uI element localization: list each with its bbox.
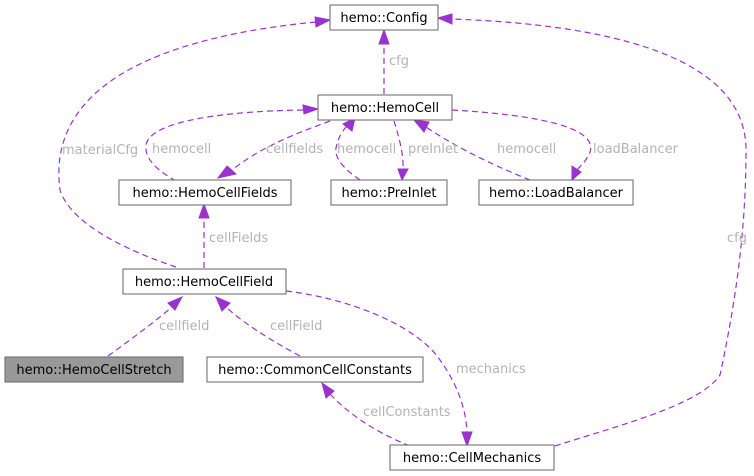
edge-label-loadbalancer: loadBalancer <box>593 142 679 157</box>
edge-preinlet-to-hemocell <box>335 117 361 181</box>
node-commoncellconstants[interactable]: hemo::CommonCellConstants <box>206 356 424 383</box>
edge-label-cellconstants: cellConstants <box>363 405 451 420</box>
edge-hemocell-to-config <box>378 28 390 94</box>
node-label: hemo::LoadBalancer <box>489 186 624 201</box>
edge-label-cellfield-constants: cellField <box>270 319 322 334</box>
edge-hemocell-to-preinlet <box>393 120 409 182</box>
node-loadbalancer[interactable]: hemo::LoadBalancer <box>478 179 634 206</box>
edge-label-cellfield: cellfield <box>159 319 209 334</box>
edge-hemocellfield-to-cellmechanics <box>285 290 473 448</box>
node-label: hemo::HemoCellField <box>135 275 273 290</box>
node-label: hemo::HemoCellStretch <box>16 363 171 378</box>
edge-cellmechanics-to-config <box>436 13 747 447</box>
edge-hemocellstretch-to-hemocellfield <box>107 295 184 357</box>
edge-label-mechanics: mechanics <box>456 362 526 377</box>
node-label: hemo::PreInlet <box>341 186 436 201</box>
node-label: hemo::HemoCellFields <box>132 186 277 201</box>
edge-label-cellfields-field: cellFields <box>209 231 268 246</box>
edge-commoncellconstants-to-hemocellfield <box>215 296 301 357</box>
edge-hemocellfields-to-hemocell <box>145 104 320 182</box>
edge-label-cfg-hemocell: cfg <box>389 54 409 69</box>
edge-hemocell-to-hemocellfields <box>216 120 331 179</box>
node-label: hemo::HemoCell <box>331 101 439 116</box>
edge-hemocellfield-to-hemocellfields <box>198 202 210 268</box>
node-label: hemo::Config <box>340 11 427 26</box>
node-cellmechanics[interactable]: hemo::CellMechanics <box>389 444 555 471</box>
node-hemocellfield[interactable]: hemo::HemoCellField <box>122 268 287 295</box>
node-hemocellfields[interactable]: hemo::HemoCellFields <box>118 179 292 206</box>
edge-label-materialcfg: materialCfg <box>62 143 138 158</box>
edge-hemocellfield-to-config-materialcfg <box>58 16 332 268</box>
node-config[interactable]: hemo::Config <box>329 4 439 31</box>
node-label: hemo::CellMechanics <box>403 451 541 466</box>
edge-label-hemocell-lb: hemocell <box>497 142 556 157</box>
edge-label-hemocell-preinlet: hemocell <box>337 142 396 157</box>
edge-label-cfg-mechanics: cfg <box>727 231 747 246</box>
edge-cellmechanics-to-commoncellconstants <box>321 381 411 447</box>
edge-label-preinlet: preInlet <box>408 142 458 157</box>
edge-label-hemocell-fields: hemocell <box>152 142 211 157</box>
edge-label-cellfields: cellfields <box>266 142 323 157</box>
node-hemocellstretch[interactable]: hemo::HemoCellStretch <box>4 356 184 383</box>
node-label: hemo::CommonCellConstants <box>218 363 412 378</box>
edge-loadbalancer-to-hemocell <box>412 119 531 181</box>
node-hemocell[interactable]: hemo::HemoCell <box>317 94 453 121</box>
edge-hemocell-to-loadbalancer <box>451 109 592 182</box>
node-preinlet[interactable]: hemo::PreInlet <box>330 179 448 206</box>
